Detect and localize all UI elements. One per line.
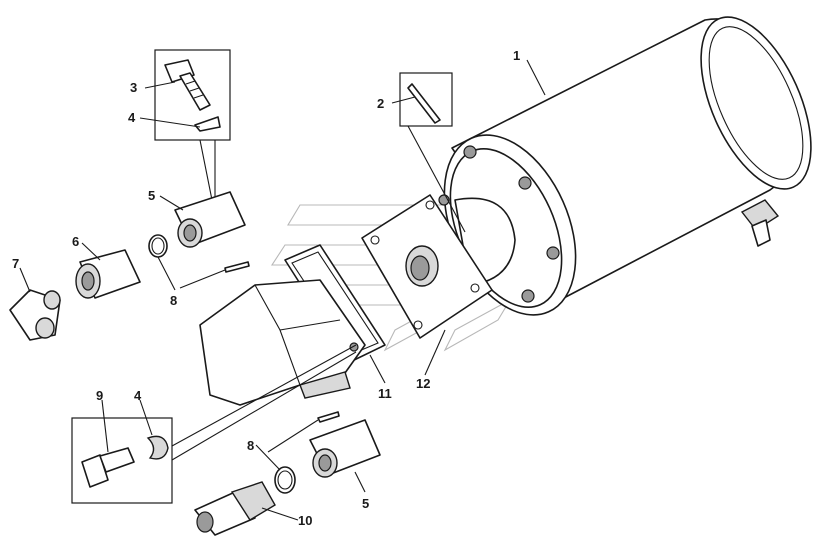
flange-bolt-head xyxy=(546,246,560,260)
callout-1: 1 xyxy=(513,48,520,63)
o-ring-and-pin-top xyxy=(148,234,250,291)
flange-bolt-head xyxy=(518,176,532,190)
sleeve-fitting xyxy=(75,249,141,299)
callout-4-bottom: 4 xyxy=(134,388,142,403)
union-fitting xyxy=(194,481,276,536)
flange-bolt-head xyxy=(463,145,477,159)
callout-12: 12 xyxy=(416,376,430,391)
flange-bolt-head xyxy=(521,289,535,303)
cotter-pin xyxy=(399,72,466,233)
callout-10: 10 xyxy=(298,513,312,528)
callout-5: 5 xyxy=(148,188,155,203)
banjo-bolt-set xyxy=(71,344,357,504)
pump-housing xyxy=(199,279,366,406)
callout-7: 7 xyxy=(12,256,19,271)
callout-leaders xyxy=(19,59,546,521)
bolt-and-washer-set xyxy=(154,49,231,201)
elbow-fitting xyxy=(9,289,61,341)
clamp-block-bottom xyxy=(309,419,381,478)
callout-labels: 1 2 3 4 5 6 7 8 9 4 8 5 10 11 12 xyxy=(12,48,520,528)
callout-2: 2 xyxy=(377,96,384,111)
o-ring-and-pin-bottom xyxy=(267,411,340,494)
callout-8: 8 xyxy=(170,293,177,308)
clamp-block-top xyxy=(174,191,246,248)
callout-5-bottom: 5 xyxy=(362,496,369,511)
mounting-flange xyxy=(361,194,493,339)
callout-8-bottom: 8 xyxy=(247,438,254,453)
callout-3: 3 xyxy=(130,80,137,95)
callout-6: 6 xyxy=(72,234,79,249)
callout-9: 9 xyxy=(96,388,103,403)
callout-4: 4 xyxy=(128,110,136,125)
callout-11: 11 xyxy=(378,386,392,401)
